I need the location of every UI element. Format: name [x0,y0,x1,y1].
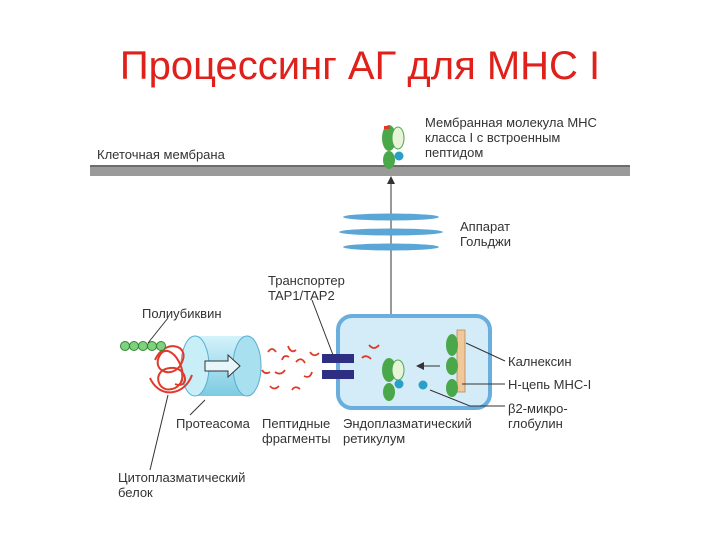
label-polyubiquitin: Полиубиквин [142,306,222,321]
cytoplasmic-protein [149,345,193,394]
er-mhc-molecule [382,358,405,401]
leader-lines [147,299,506,471]
label-b2m: β2-микро- глобулин [508,401,568,431]
label-golgi: Аппарат Гольджи [460,219,512,249]
b2m-free [418,380,428,390]
label-peptide-fragments: Пептидные фрагменты [262,416,331,446]
endoplasmic-reticulum [336,314,492,410]
label-h-chain: Н-цепь МНС-I [508,377,592,392]
polyubiquitin-chain [120,341,166,351]
label-tap-transporter: Транспортер TAP1/TAP2 [268,273,345,303]
page-title: Процессинг АГ для МНС I [119,44,601,88]
label-er: Эндоплазматический ретикулум [343,416,472,446]
label-proteasome: Протеасома [176,416,250,431]
peptide-fragments [261,344,380,391]
calnexin-complex [446,329,466,397]
membrane-mhc-molecule [382,125,405,169]
label-mhc-membrane: Мембранная молекула МНС класса I с встро… [425,115,597,160]
cell-membrane [90,165,630,176]
proteasome [180,335,262,397]
tap-transporter [322,354,354,379]
label-calnexin: Калнексин [508,354,572,369]
label-cytoplasmic-protein: Цитоплазматический белок [118,470,246,500]
golgi-apparatus [339,213,443,251]
label-cell-membrane: Клеточная мембрана [97,147,225,162]
